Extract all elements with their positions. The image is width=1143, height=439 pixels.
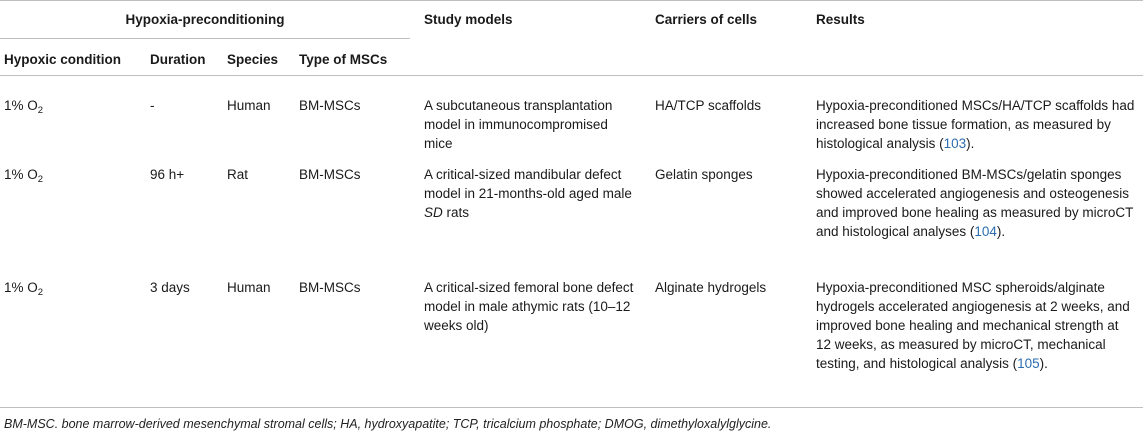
table-row: 1% O2 3 days Human BM-MSCs A critical-si… xyxy=(0,278,1143,407)
cell-carrier: Alginate hydrogels xyxy=(655,280,767,295)
cell-type: BM-MSCs xyxy=(299,167,361,182)
cell-study-model: A critical-sized femoral bone defect mod… xyxy=(424,280,634,333)
header-hypoxic-condition: Hypoxic condition xyxy=(4,52,122,67)
header-study-models: Study models xyxy=(424,12,513,27)
cell-hypoxic-condition: 1% O2 xyxy=(4,280,44,298)
cell-carrier: HA/TCP scaffolds xyxy=(655,97,762,113)
cell-hypoxic-condition: 1% O2 xyxy=(4,97,44,116)
cell-species: Human xyxy=(227,97,271,113)
header-species: Species xyxy=(227,52,279,67)
cell-duration: 3 days xyxy=(150,280,190,295)
table-footnote: BM-MSC. bone marrow-derived mesenchymal … xyxy=(4,417,772,431)
cell-duration: 96 h+ xyxy=(150,167,185,182)
cell-results: Hypoxia-preconditioned BM-MSCs/gelatin s… xyxy=(816,167,1134,239)
cell-species: Rat xyxy=(227,167,249,182)
table-row: 1% O2 96 h+ Rat BM-MSCs A critical-sized… xyxy=(0,165,1143,278)
header-type-of-mscs: Type of MSCs xyxy=(299,52,388,67)
cell-type: BM-MSCs xyxy=(299,280,361,295)
cell-results: Hypoxia-preconditioned MSC spheroids/alg… xyxy=(816,280,1130,371)
reference-link[interactable]: 103 xyxy=(943,135,967,151)
hypoxia-preconditioning-table: Hypoxia-preconditioning Study models Car… xyxy=(0,0,1143,407)
cell-carrier: Gelatin sponges xyxy=(655,167,753,182)
header-row-1: Hypoxia-preconditioning Study models Car… xyxy=(0,0,1143,39)
header-results: Results xyxy=(816,12,865,27)
group-header-hypoxia-preconditioning: Hypoxia-preconditioning xyxy=(0,10,411,39)
cell-results: Hypoxia-preconditioned MSCs/HA/TCP scaff… xyxy=(816,97,1135,151)
reference-link[interactable]: 105 xyxy=(1017,356,1040,371)
cell-type: BM-MSCs xyxy=(299,97,361,113)
cell-hypoxic-condition: 1% O2 xyxy=(4,167,44,185)
cell-species: Human xyxy=(227,280,271,295)
cell-study-model: A critical-sized mandibular defect model… xyxy=(424,167,632,220)
cell-duration: - xyxy=(150,97,155,113)
cell-study-model: A subcutaneous transplantation model in … xyxy=(424,97,613,151)
reference-link[interactable]: 104 xyxy=(974,224,997,239)
header-carriers: Carriers of cells xyxy=(655,12,758,27)
header-duration: Duration xyxy=(150,52,206,67)
table-row: 1% O2 - Human BM-MSCs A subcutaneous tra… xyxy=(0,75,1143,165)
